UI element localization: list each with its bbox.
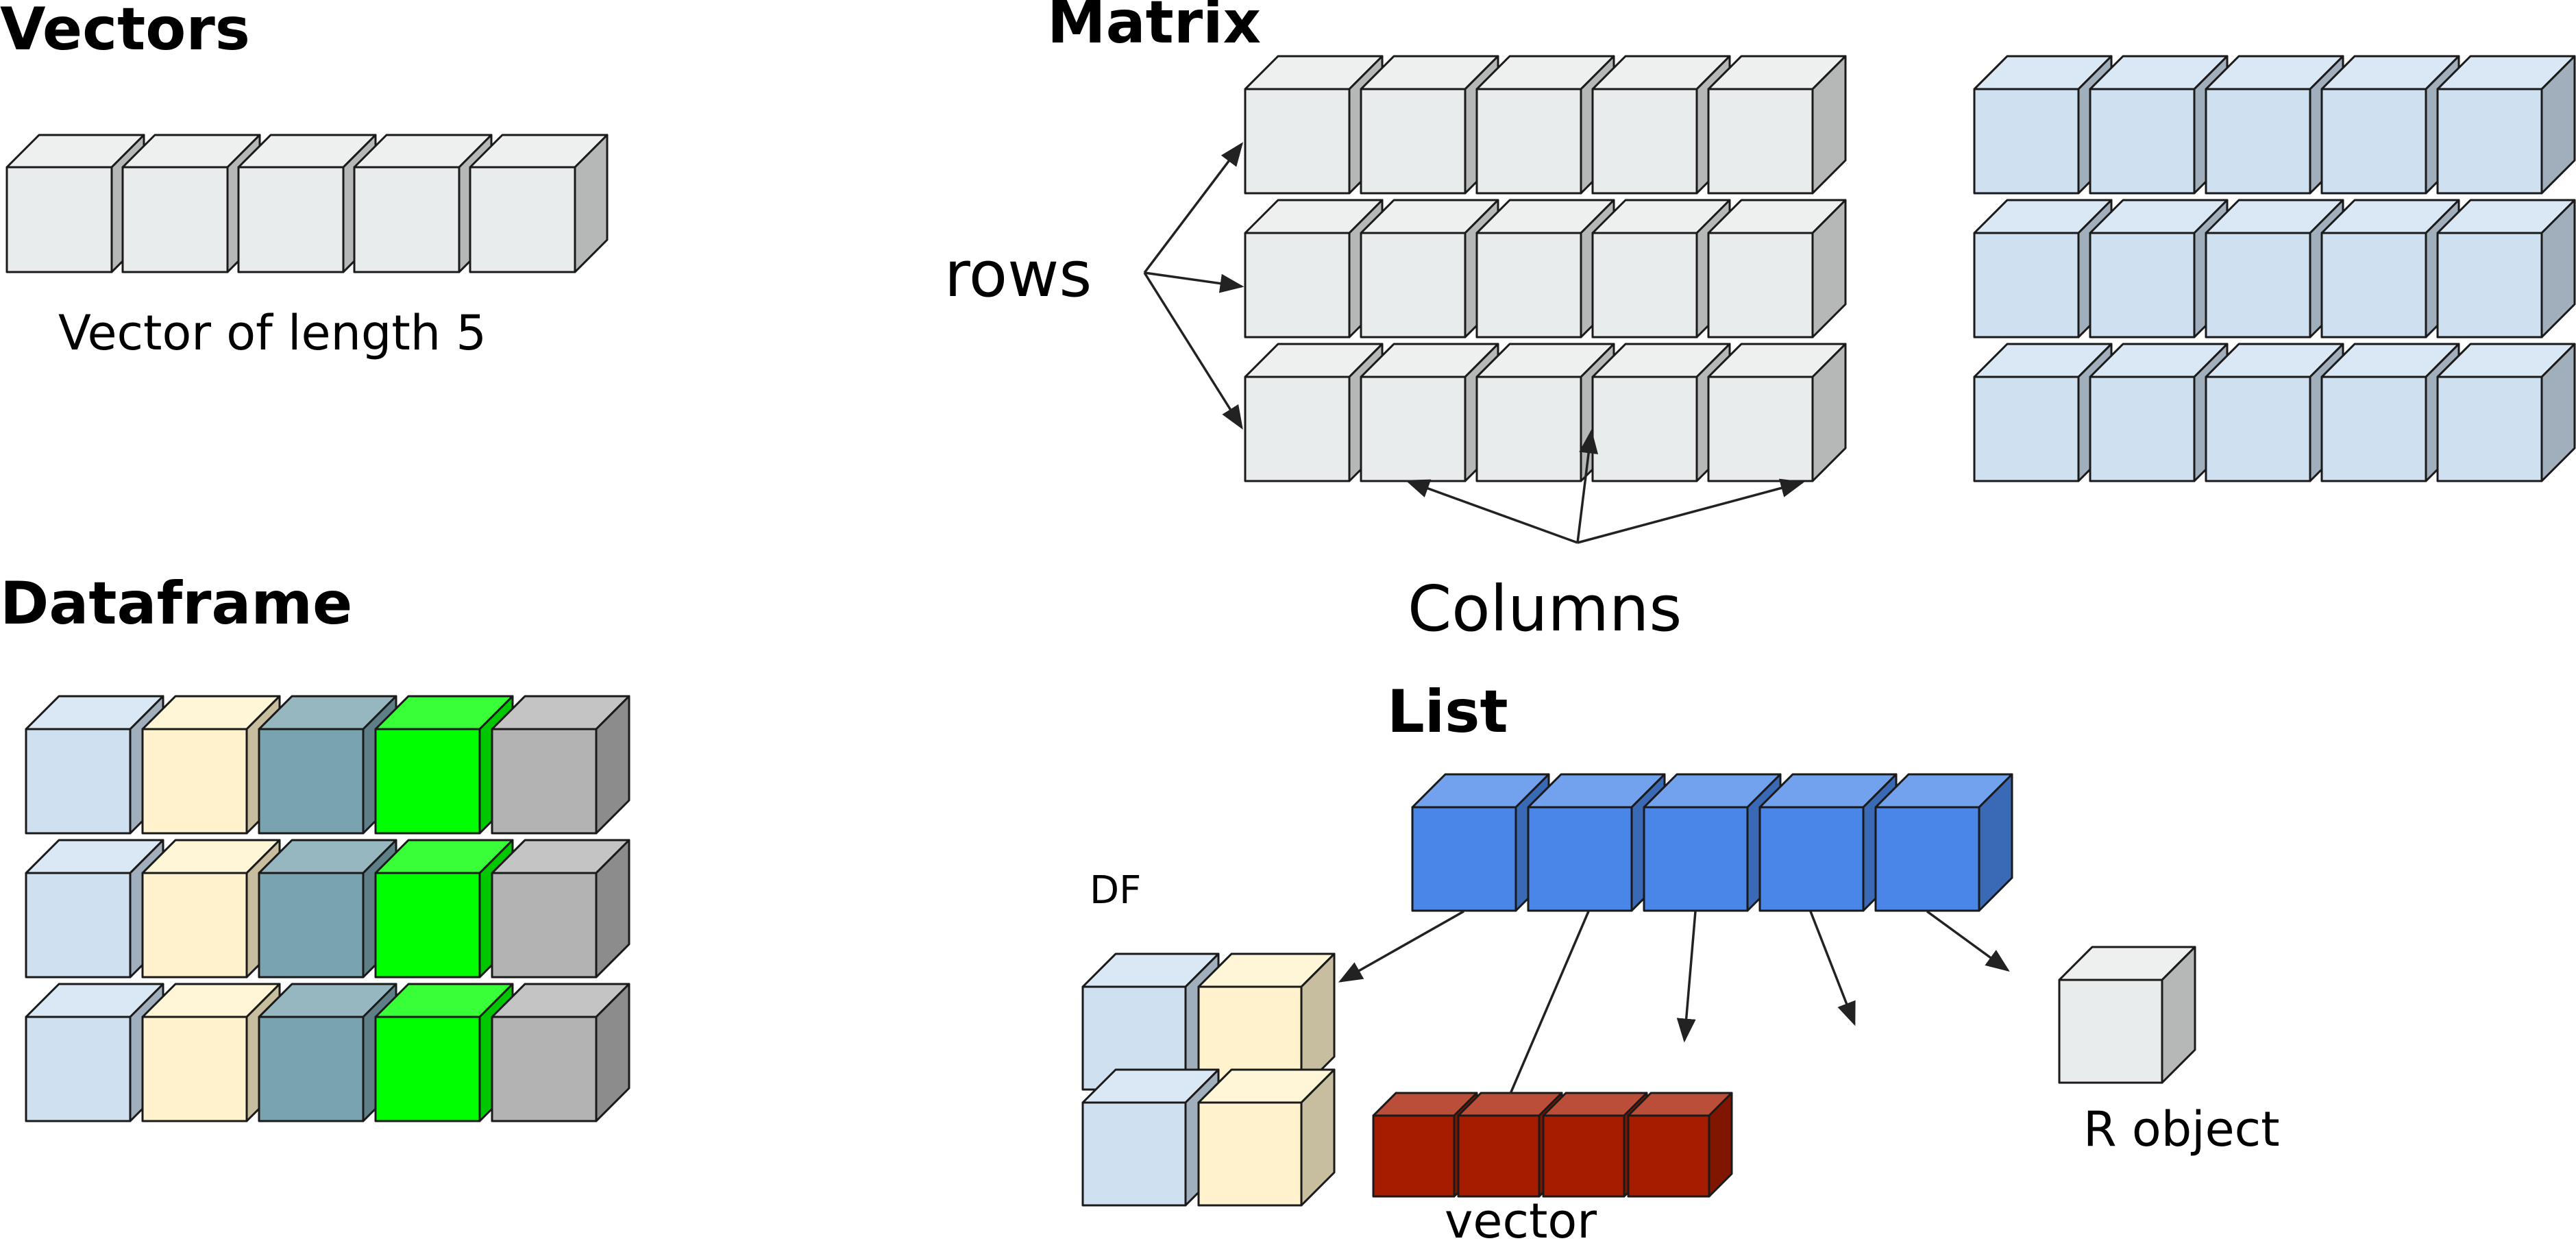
list-vector-cubes [1372, 1092, 1733, 1198]
rows-arrow-1 [1143, 142, 1244, 274]
list-vector-cube-4 [1627, 1092, 1733, 1198]
dataframe-cube-r3-c5 [491, 983, 630, 1122]
list-line-vector [1509, 911, 1590, 1094]
list-cubes [1411, 773, 2013, 912]
dataframe-cube-r1-c1 [25, 695, 164, 835]
list-arrow-robject [1926, 910, 2010, 972]
matrix-cube-r3-c1 [1244, 343, 1384, 482]
matrix-cube-r1-c5 [1707, 55, 1847, 195]
list-arrow-df [1338, 910, 1464, 983]
rows-arrows [1143, 142, 1244, 430]
rows-arrow-2 [1144, 271, 1244, 293]
list-df-cube-r2-c2 [1197, 1068, 1336, 1207]
columns-arrow-1 [1405, 479, 1578, 544]
list-r-object-cube [2058, 946, 2196, 1084]
df-label: DF [1090, 868, 1141, 913]
matrix-blue-cube-r3-c5 [2436, 343, 2576, 482]
list-arrows [1338, 910, 2010, 1094]
matrix-cubes [1244, 55, 1847, 482]
vectors-title: Vectors [0, 0, 250, 64]
r-object-label: R object [2083, 1101, 2280, 1157]
list-arrow-3 [1676, 911, 1697, 1043]
list-arrow-4 [1809, 911, 1856, 1026]
list-df-cubes [1081, 952, 1336, 1207]
columns-arrow-2 [1576, 429, 1599, 543]
vector-caption: Vector of length 5 [58, 305, 487, 361]
matrix-cubes-blue [1973, 55, 2576, 482]
vector-label: vector [1445, 1193, 1597, 1249]
vector-cube-2 [121, 134, 261, 273]
dataframe-cube-r2-c5 [491, 839, 630, 979]
dataframe-cubes [25, 695, 630, 1122]
matrix-title: Matrix [1047, 0, 1261, 57]
columns-label: Columns [1408, 572, 1682, 646]
rows-label: rows [944, 238, 1092, 311]
matrix-blue-cube-r2-c5 [2436, 199, 2576, 339]
r-object-cube [2058, 946, 2196, 1084]
list-title: List [1387, 678, 1508, 746]
vector-cubes [5, 134, 609, 273]
columns-arrow-3 [1577, 478, 1805, 544]
columns-arrows [1405, 429, 1805, 544]
matrix-blue-cube-r1-c5 [2436, 55, 2576, 195]
dataframe-cube-r1-c5 [491, 695, 630, 835]
list-cube-5 [1874, 773, 2013, 912]
vector-cube-5 [469, 134, 609, 273]
matrix-cube-r3-c5 [1707, 343, 1847, 482]
dataframe-title: Dataframe [0, 569, 352, 638]
rows-arrow-3 [1143, 272, 1243, 430]
list-df-cube-r1-c2 [1197, 952, 1336, 1091]
matrix-cube-r2-c5 [1707, 199, 1847, 339]
